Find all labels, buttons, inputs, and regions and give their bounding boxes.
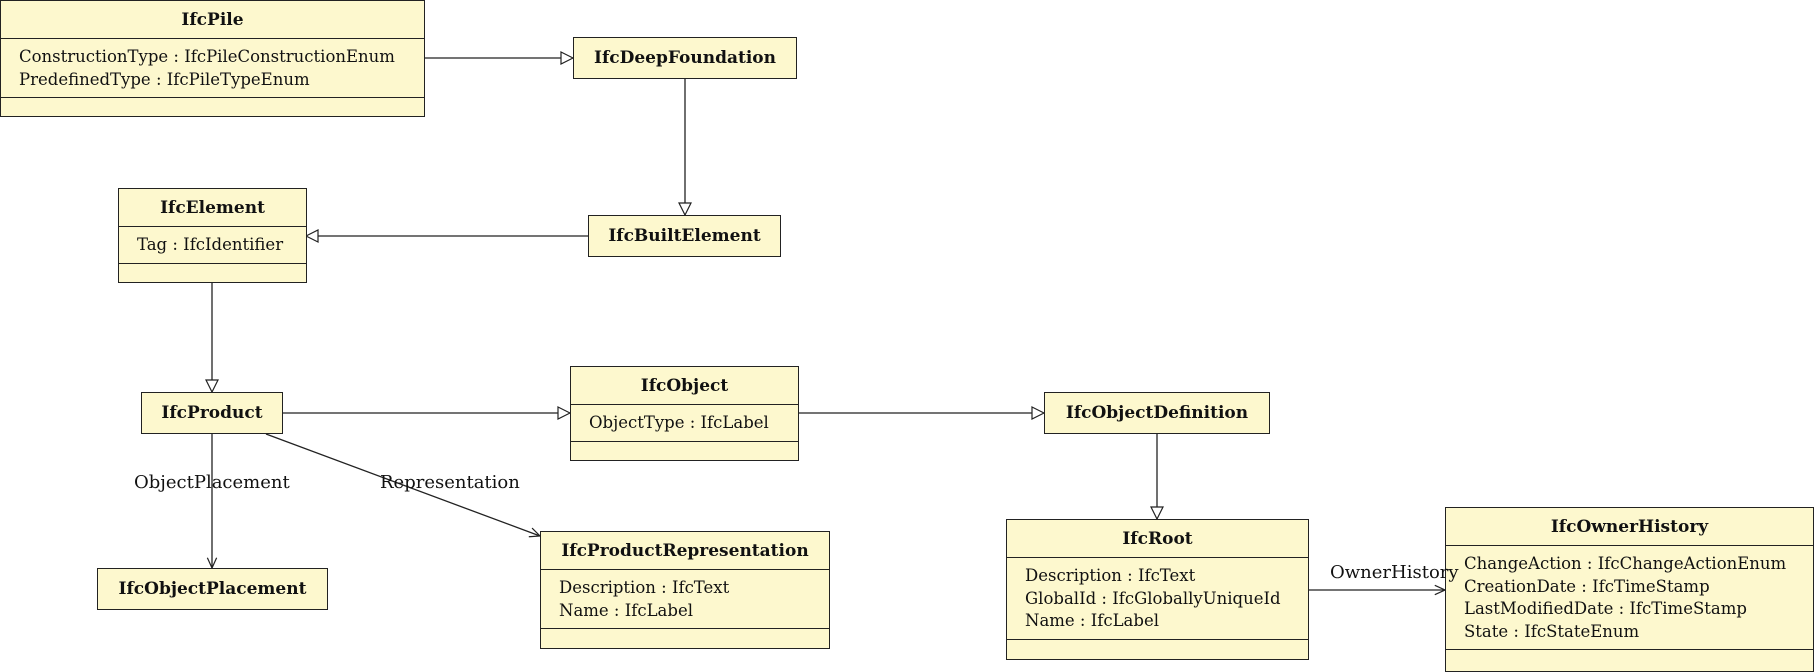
operation-compartment: [571, 440, 798, 460]
attribute: ChangeAction : IfcChangeActionEnum: [1464, 554, 1787, 573]
attribute: CreationDate : IfcTimeStamp: [1464, 576, 1710, 596]
operation-compartment: [1446, 649, 1813, 669]
class-ifc-object-definition[interactable]: IfcObjectDefinition: [1044, 392, 1270, 434]
attribute: GlobalId : IfcGloballyUniqueId: [1025, 588, 1281, 608]
attribute: ObjectType : IfcLabel: [589, 413, 769, 432]
association-label-ownerhistory: OwnerHistory: [1330, 562, 1459, 583]
attribute-list: ObjectType : IfcLabel: [571, 404, 798, 441]
class-ifc-owner-history[interactable]: IfcOwnerHistory ChangeAction : IfcChange…: [1445, 507, 1814, 672]
class-name: IfcBuiltElement: [608, 226, 761, 246]
class-ifc-object-placement[interactable]: IfcObjectPlacement: [97, 568, 328, 610]
class-name: IfcObjectPlacement: [118, 579, 307, 599]
attribute: State : IfcStateEnum: [1464, 621, 1640, 641]
class-ifc-deep-foundation[interactable]: IfcDeepFoundation: [573, 37, 797, 79]
operation-compartment: [1, 97, 424, 117]
attribute-list: Tag : IfcIdentifier: [119, 226, 306, 263]
class-name: IfcObjectDefinition: [1065, 403, 1249, 423]
class-name: IfcDeepFoundation: [594, 48, 776, 68]
class-name: IfcRoot: [1122, 528, 1193, 549]
class-ifc-root[interactable]: IfcRoot Description : IfcText GlobalId :…: [1006, 519, 1309, 660]
attribute-list: ConstructionType : IfcPileConstructionEn…: [1, 38, 424, 97]
operation-compartment: [1007, 638, 1308, 659]
class-name: IfcProductRepresentation: [561, 540, 809, 561]
attribute: Name : IfcLabel: [1025, 611, 1159, 630]
class-ifc-built-element[interactable]: IfcBuiltElement: [588, 215, 781, 257]
class-name: IfcOwnerHistory: [1550, 516, 1709, 537]
class-ifc-pile[interactable]: IfcPile ConstructionType : IfcPileConstr…: [0, 0, 425, 117]
attribute: PredefinedType : IfcPileTypeEnum: [19, 69, 310, 89]
attribute: Description : IfcText: [1025, 566, 1196, 585]
attribute-list: Description : IfcText GlobalId : IfcGlob…: [1007, 557, 1308, 639]
attribute: ConstructionType : IfcPileConstructionEn…: [19, 47, 395, 66]
class-name: IfcPile: [181, 9, 244, 30]
attribute: Description : IfcText: [559, 578, 730, 597]
attribute: Tag : IfcIdentifier: [137, 235, 284, 254]
class-ifc-product[interactable]: IfcProduct: [141, 392, 283, 434]
class-name: IfcElement: [160, 197, 265, 218]
class-ifc-element[interactable]: IfcElement Tag : IfcIdentifier: [118, 188, 307, 283]
class-ifc-object[interactable]: IfcObject ObjectType : IfcLabel: [570, 366, 799, 461]
attribute: Name : IfcLabel: [559, 600, 693, 620]
class-name: IfcProduct: [161, 403, 263, 423]
association-label-representation: Representation: [380, 472, 520, 493]
class-name: IfcObject: [640, 375, 729, 396]
operation-compartment: [119, 262, 306, 282]
attribute-list: Description : IfcText Name : IfcLabel: [541, 569, 829, 628]
attribute-list: ChangeAction : IfcChangeActionEnum Creat…: [1446, 545, 1813, 649]
association-label-objectplacement: ObjectPlacement: [134, 472, 290, 493]
association-representation: [265, 433, 540, 536]
attribute: LastModifiedDate : IfcTimeStamp: [1464, 599, 1747, 618]
operation-compartment: [541, 628, 829, 648]
class-ifc-product-representation[interactable]: IfcProductRepresentation Description : I…: [540, 531, 830, 649]
